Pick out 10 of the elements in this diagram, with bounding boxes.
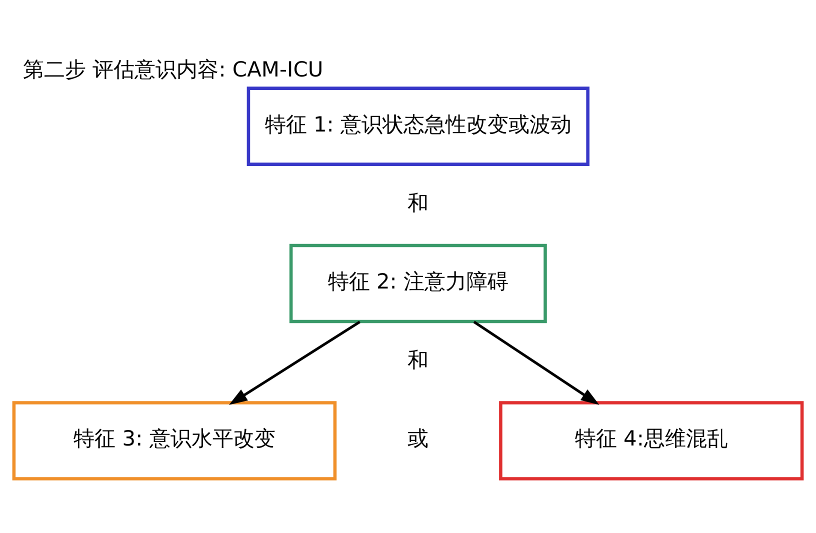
arrow — [229, 320, 360, 405]
node-box: 特征 1: 意识状态急性改变或波动 — [246, 86, 590, 166]
label: 和 — [408, 190, 429, 215]
label: 和 — [408, 348, 429, 372]
node-box: 特征 2: 注意力障碍 — [289, 244, 547, 324]
diagram-title: 第二步 评估意识内容: CAM-ICU — [23, 57, 324, 82]
arrow — [473, 320, 600, 405]
label: 或 — [408, 426, 429, 451]
node-box: 特征 3: 意识水平改变 — [12, 401, 337, 480]
node-box: 特征 4:思维混乱 — [499, 401, 804, 480]
